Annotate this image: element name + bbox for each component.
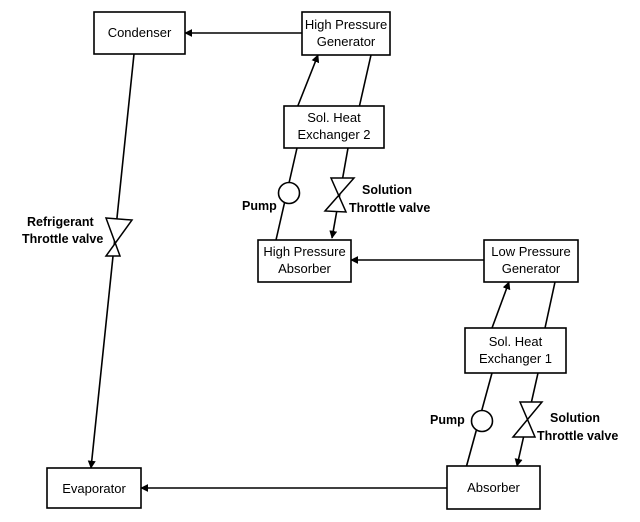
solution-valve-upper-label-line1: Solution [362, 183, 412, 197]
lp-generator-label-line2: Generator [502, 261, 561, 276]
pump-upper-label: Pump [242, 199, 277, 213]
flow-lpgen-to-shx1 [544, 281, 556, 329]
hp-generator-box [301, 11, 391, 56]
flow-condenser-to-evaporator [87, 53, 135, 469]
flow-shx2-to-hpgen [296, 54, 320, 109]
hp-absorber-label-line2: Absorber [278, 261, 331, 276]
shx2-label-line2: Exchanger 2 [298, 127, 371, 142]
shx1-box [464, 327, 567, 374]
lp-generator-label-line1: Low Pressure [491, 244, 570, 259]
absorber-box [446, 465, 541, 510]
flow-shx1-to-lpgen [491, 281, 511, 329]
absorber-label: Absorber [467, 480, 520, 495]
evaporator-label: Evaporator [62, 481, 126, 496]
condenser-label: Condenser [108, 25, 172, 40]
hp-absorber-label-line1: High Pressure [263, 244, 345, 259]
solution-valve-lower-label-line1: Solution [550, 411, 600, 425]
refrigerant-valve-label-line1: Refrigerant [27, 215, 95, 229]
solution-valve-upper-label-line2: Throttle valve [349, 201, 430, 215]
solution-throttle-valve-upper-icon [323, 177, 356, 213]
lp-generator-box [483, 239, 579, 283]
hp-absorber-box [257, 239, 352, 283]
flow-hpgen-to-shx2 [358, 54, 372, 109]
condenser-box [93, 11, 186, 55]
pump-upper-icon [277, 181, 301, 205]
pump-lower-icon [470, 409, 494, 433]
solution-valve-lower-label-line2: Throttle valve [537, 429, 618, 443]
evaporator-box [46, 467, 142, 509]
hp-generator-label-line2: Generator [317, 34, 376, 49]
shx2-label-line1: Sol. Heat [307, 110, 361, 125]
pump-lower-label: Pump [430, 413, 465, 427]
shx2-box [283, 105, 385, 149]
solution-throttle-valve-lower-icon [511, 401, 544, 438]
hp-generator-label-line1: High Pressure [305, 17, 387, 32]
refrigerant-throttle-valve-icon [104, 217, 134, 257]
refrigerant-valve-label-line2: Throttle valve [22, 232, 103, 246]
shx1-label-line2: Exchanger 1 [479, 351, 552, 366]
shx1-label-line1: Sol. Heat [489, 334, 543, 349]
